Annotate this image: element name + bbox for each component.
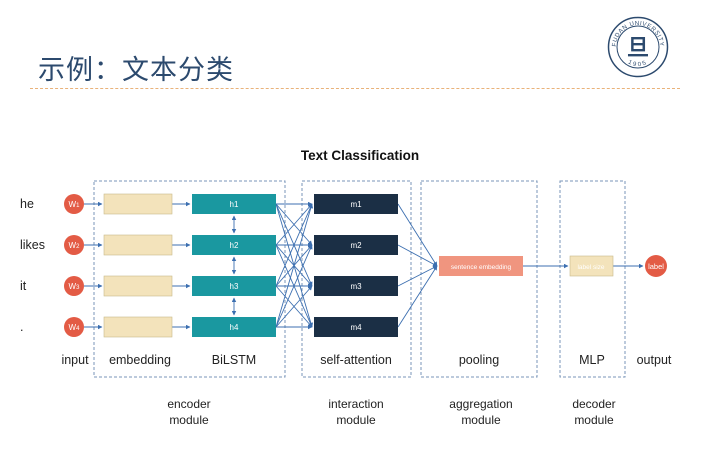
embedding-box bbox=[103, 275, 173, 297]
nodes: he W1 h1 m1 likes W2 h2 m2 it W3 h3 m3. W4 h4 m4 senten… bbox=[20, 193, 667, 338]
input-token-circle bbox=[64, 194, 84, 214]
diagram-title: Text Classification bbox=[301, 148, 419, 163]
bilstm-box bbox=[192, 194, 276, 214]
university-logo: FUDAN UNIVERSITY 1905 旦 bbox=[607, 16, 669, 78]
input-token-label: W2 bbox=[69, 241, 81, 250]
embedding-box bbox=[103, 193, 173, 215]
attention-connection bbox=[275, 203, 314, 328]
bilstm-label: h2 bbox=[230, 241, 239, 250]
input-token-circle bbox=[64, 235, 84, 255]
attention-label: m1 bbox=[350, 200, 362, 209]
bilstm-label: h1 bbox=[230, 200, 239, 209]
attention-box bbox=[314, 235, 398, 255]
stage-label-output: output bbox=[637, 353, 672, 367]
bilstm-label: h3 bbox=[230, 282, 239, 291]
embedding-box bbox=[103, 234, 173, 256]
bilstm-box bbox=[192, 276, 276, 296]
decoder-module-frame bbox=[559, 180, 626, 378]
stage-label-mlp: MLP bbox=[579, 353, 605, 367]
input-word: . bbox=[20, 320, 23, 334]
bilstm-label: h4 bbox=[230, 323, 239, 332]
sentence-embedding-box bbox=[439, 256, 523, 276]
attention-connection bbox=[275, 203, 313, 246]
label-size-label: label size bbox=[577, 264, 604, 271]
input-word: likes bbox=[20, 238, 45, 252]
attention-to-pooling-arrow bbox=[397, 203, 438, 267]
slide-title: 示例：文本分类 bbox=[38, 55, 234, 86]
attention-box bbox=[314, 276, 398, 296]
stage-label-input: input bbox=[61, 353, 89, 367]
input-token-circle bbox=[64, 276, 84, 296]
attention-box bbox=[314, 194, 398, 214]
bilstm-box bbox=[192, 235, 276, 255]
interaction-module-label-2: module bbox=[336, 413, 376, 427]
attention-to-pooling-arrow bbox=[397, 265, 438, 328]
aggregation-module-frame bbox=[420, 180, 538, 378]
attention-connection bbox=[275, 285, 313, 328]
interaction-module-label-1: interaction bbox=[328, 397, 383, 411]
embedding-box bbox=[103, 316, 173, 338]
output-label-circle bbox=[645, 255, 667, 277]
logo-glyph: 旦 bbox=[627, 35, 649, 60]
connections bbox=[84, 201, 644, 330]
decoder-module-label-1: decoder bbox=[572, 397, 615, 411]
input-token-circle bbox=[64, 317, 84, 337]
attention-label: m3 bbox=[350, 282, 362, 291]
bilstm-box bbox=[192, 317, 276, 337]
attention-connection bbox=[275, 203, 313, 287]
attention-label: m4 bbox=[350, 323, 362, 332]
sentence-embedding-label: sentence embedding bbox=[451, 264, 512, 271]
input-token-label: W3 bbox=[69, 282, 81, 291]
label-size-box bbox=[569, 255, 614, 277]
attention-label: m2 bbox=[350, 241, 362, 250]
attention-connection bbox=[275, 244, 313, 328]
input-word: he bbox=[20, 197, 34, 211]
stage-label-pooling: pooling bbox=[459, 353, 499, 367]
attention-to-pooling-arrow bbox=[397, 244, 438, 267]
stage-label-embedding: embedding bbox=[109, 353, 171, 367]
encoder-module-frame bbox=[93, 180, 286, 378]
attention-to-pooling-arrow bbox=[397, 265, 438, 287]
decoder-module-label-2: module bbox=[574, 413, 614, 427]
encoder-module-label-1: encoder bbox=[167, 397, 210, 411]
input-token-label: W4 bbox=[69, 323, 81, 332]
encoder-module-label-2: module bbox=[169, 413, 209, 427]
input-token-label: W1 bbox=[69, 200, 81, 209]
output-label-text: label bbox=[648, 262, 664, 271]
aggregation-module-label-1: aggregation bbox=[449, 397, 512, 411]
aggregation-module-label-2: module bbox=[461, 413, 501, 427]
stage-label-bilstm: BiLSTM bbox=[212, 353, 256, 367]
stage-label-self-attention: self-attention bbox=[320, 353, 392, 367]
logo-text-bottom: 1905 bbox=[627, 60, 649, 69]
title-divider bbox=[30, 88, 680, 89]
input-word: it bbox=[20, 279, 27, 293]
attention-box bbox=[314, 317, 398, 337]
